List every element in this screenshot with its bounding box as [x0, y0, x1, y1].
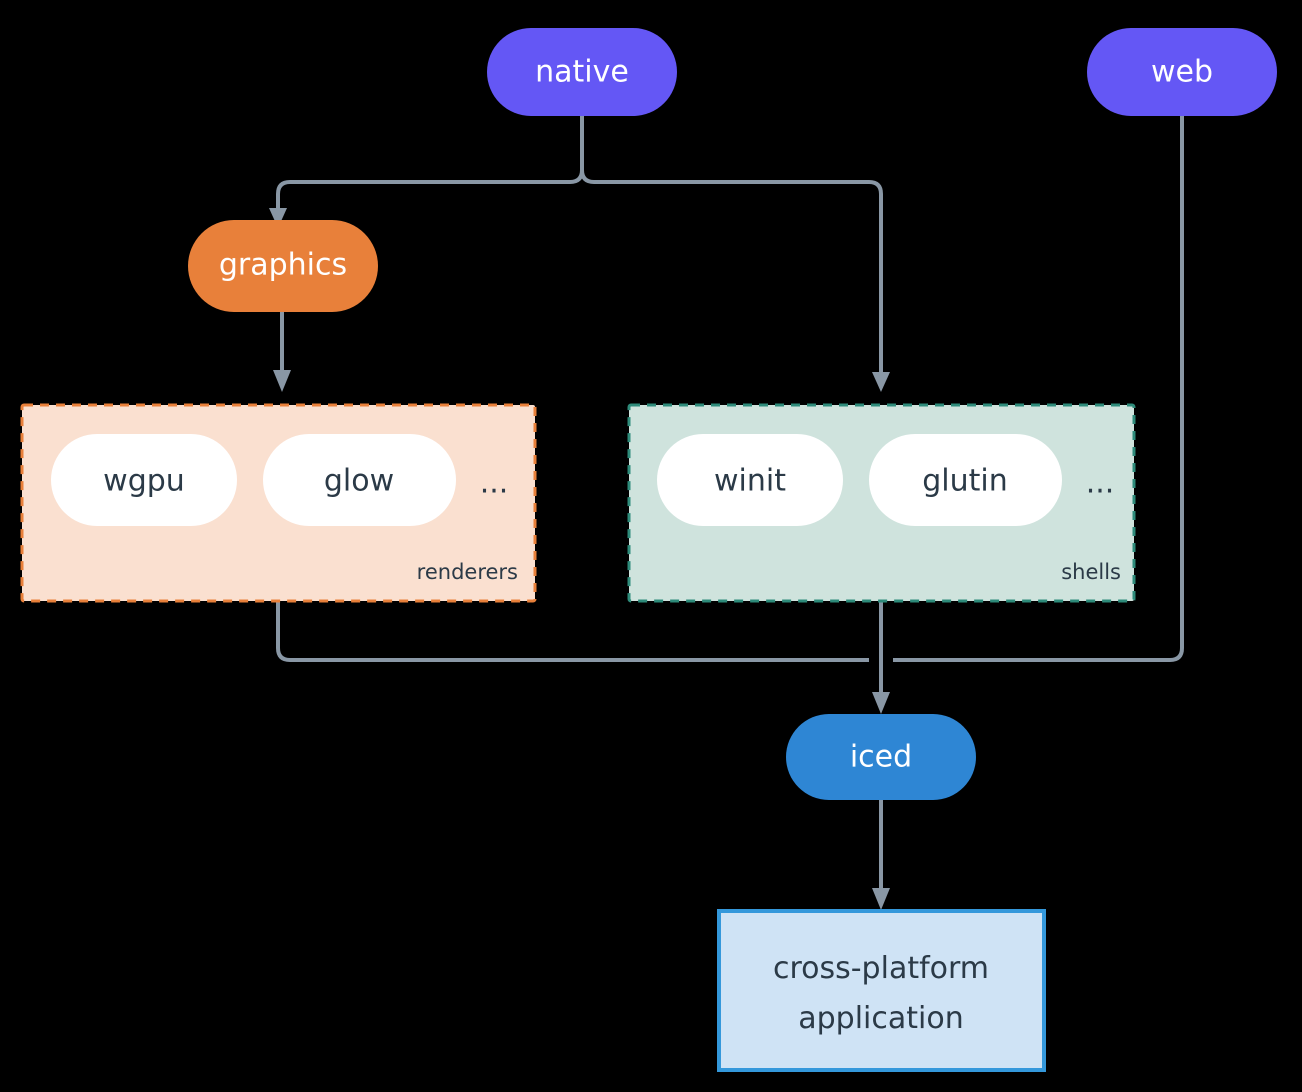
node-glow[interactable]: [263, 434, 456, 526]
node-iced-group[interactable]: iced: [786, 714, 976, 800]
node-glutin-label: glutin: [922, 464, 1008, 499]
node-native-label: native: [535, 55, 629, 90]
cluster-shells: winit glutin ... shells: [627, 403, 1136, 603]
cluster-shells-caption: shells: [1061, 560, 1121, 584]
edge-renderers-iced: [276, 602, 869, 662]
arrowhead-graphics-renderers: [273, 370, 291, 392]
node-wgpu-label: wgpu: [103, 464, 185, 499]
node-application-group[interactable]: cross-platform application: [717, 909, 1046, 1072]
node-glow-label: glow: [324, 464, 394, 499]
node-iced[interactable]: [786, 714, 976, 800]
node-glutin[interactable]: [869, 434, 1062, 526]
cluster-renderers: wgpu glow ... renderers: [20, 403, 537, 603]
node-native-group[interactable]: native: [487, 28, 677, 116]
edge-native-shells: [580, 169, 883, 374]
node-web[interactable]: [1087, 28, 1277, 116]
node-graphics-label: graphics: [219, 248, 347, 283]
node-web-label: web: [1151, 55, 1213, 90]
edge-layer: [269, 115, 1184, 910]
arrowhead-iced-application: [872, 888, 890, 910]
arrowhead-native-shells: [872, 372, 890, 392]
node-graphics-group[interactable]: graphics: [188, 220, 378, 312]
renderers-ellipsis: ...: [480, 466, 509, 501]
cluster-renderers-caption: renderers: [417, 560, 518, 584]
application-line-2: application: [798, 1001, 963, 1036]
shells-ellipsis: ...: [1086, 466, 1115, 501]
node-winit-label: winit: [714, 464, 786, 499]
node-winit[interactable]: [657, 434, 843, 526]
arrowhead-native-graphics: [269, 208, 287, 228]
node-application[interactable]: [717, 909, 1046, 1072]
node-web-group[interactable]: web: [1087, 28, 1277, 116]
node-iced-label: iced: [850, 740, 912, 775]
node-native[interactable]: [487, 28, 677, 116]
node-wgpu[interactable]: [51, 434, 237, 526]
edge-web-iced: [893, 115, 1184, 662]
node-graphics[interactable]: [188, 220, 378, 312]
application-line-1: cross-platform: [773, 951, 989, 986]
edge-native-split: [276, 115, 584, 212]
arrowhead-merge-iced: [872, 692, 890, 714]
